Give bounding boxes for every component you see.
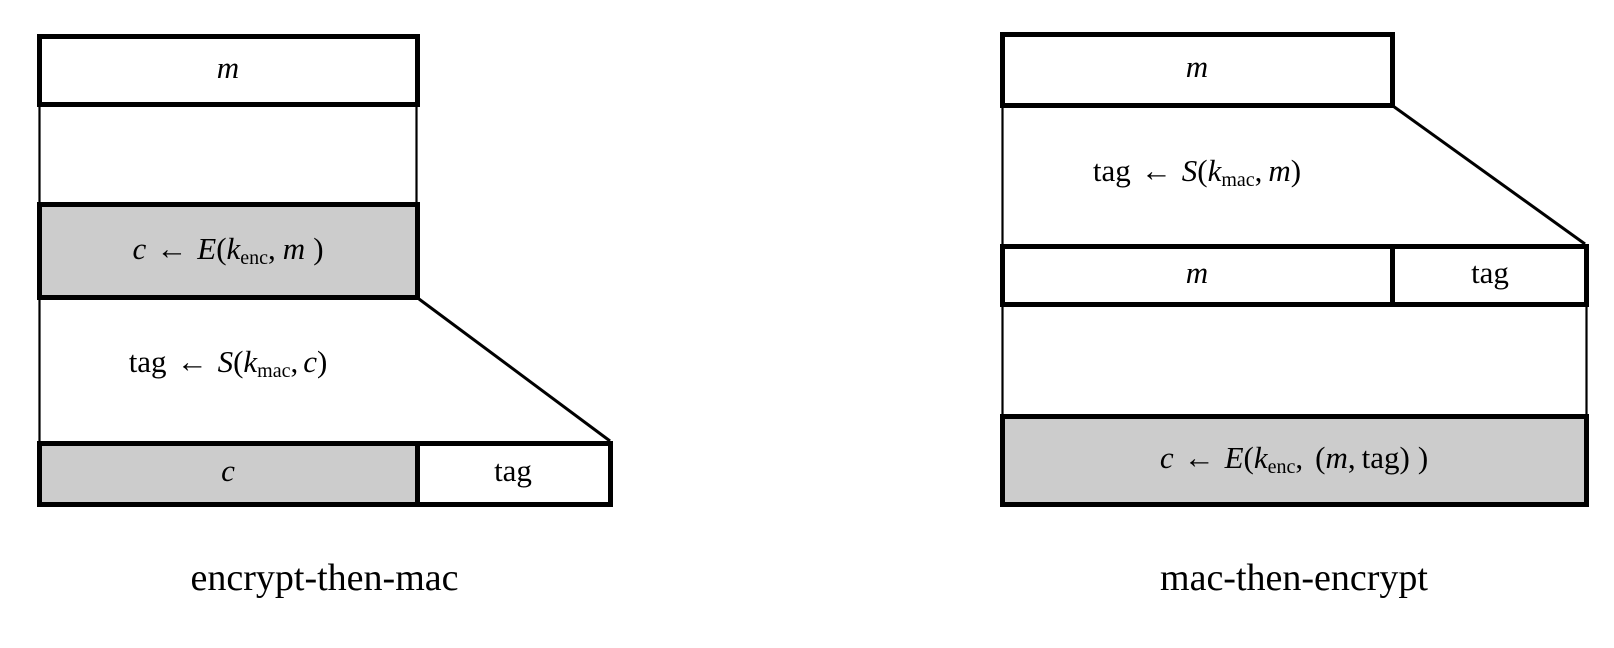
left-mac-key: k <box>243 344 258 379</box>
left-encrypt-box-fill <box>39 204 417 297</box>
right-enc-arrow: ← <box>1184 440 1215 475</box>
svg-text:tag←S(kmac,m): tag ← S(kmac,m) <box>1093 153 1301 190</box>
right-message-label: m <box>1186 49 1208 84</box>
right-mac-expression: tag ← S(kmac,m) <box>1093 153 1301 190</box>
right-enc-input-a: m <box>1325 440 1347 475</box>
left-enc-close-paren: ) <box>313 231 323 266</box>
right-enc-key-subscript: enc <box>1268 456 1296 478</box>
right-message-box-fill <box>1002 34 1392 105</box>
svg-text:tag←S(kmac,c): tag ← S(kmac,c) <box>129 344 328 381</box>
left-output-tag-label: tag <box>494 453 532 488</box>
right-enc-inner-open: ( <box>1315 440 1325 475</box>
left-output-tag-fill <box>417 443 610 504</box>
svg-text:c←E(kenc,m): c ← E(kenc,m) <box>132 231 323 268</box>
left-enc-comma: , <box>268 231 276 266</box>
right-enc-close-paren: ) <box>1418 440 1428 475</box>
right-encrypt-box-outline <box>1000 414 1589 507</box>
left-enc-function: E <box>196 231 216 266</box>
svg-text:c←E(kenc,(m,tag)): c←E(kenc,(m,tag)) <box>1160 440 1428 477</box>
left-enc-result: c <box>132 231 146 266</box>
right-pair-m-label: m <box>1186 255 1208 290</box>
left-diagram-encrypt-then-mac: m c←E(kenc,m) tag←S(kmac,c) c tag <box>37 34 613 507</box>
left-encrypt-box-outline <box>37 202 420 300</box>
right-mac-close-paren: ) <box>1291 153 1301 188</box>
right-mac-result: tag <box>1093 153 1131 188</box>
right-enc-key: k <box>1254 440 1269 475</box>
left-mac-function: S <box>218 344 234 379</box>
left-encrypt-expression: c ← E(kenc,m) <box>132 231 323 268</box>
left-enc-input: m <box>283 231 305 266</box>
right-pair-row-outline <box>1000 244 1589 307</box>
left-mac-open-paren: ( <box>233 344 243 379</box>
right-enc-result: c <box>1160 440 1174 475</box>
right-diagonal-connector <box>1392 104 1586 246</box>
right-encrypt-expression: c←E(kenc,(m,tag)) <box>1160 440 1428 477</box>
left-mac-input: c <box>303 344 317 379</box>
right-enc-open-paren: ( <box>1244 440 1254 475</box>
left-enc-open-paren: ( <box>216 231 226 266</box>
left-mac-close-paren: ) <box>317 344 327 379</box>
left-mac-comma: , <box>290 344 298 379</box>
right-mac-key: k <box>1208 153 1223 188</box>
left-mac-arrow: ← <box>177 344 208 379</box>
left-diagram-caption: encrypt-then-mac <box>190 557 459 599</box>
left-enc-key: k <box>227 231 242 266</box>
left-message-box-outline <box>37 34 420 107</box>
left-message-box-fill <box>39 36 417 104</box>
left-output-row-outline <box>37 441 613 507</box>
right-diagram-caption: mac-then-encrypt <box>1160 557 1428 599</box>
left-mac-expression: tag ← S(kmac,c) <box>129 344 328 381</box>
right-mac-input: m <box>1268 153 1290 188</box>
left-enc-key-subscript: enc <box>240 247 268 269</box>
right-mac-key-subscript: mac <box>1221 169 1254 191</box>
left-output-c-label: c <box>221 453 235 488</box>
right-enc-inner-comma: , <box>1348 440 1356 475</box>
right-pair-tag-label: tag <box>1471 255 1509 290</box>
right-enc-input-b: tag <box>1362 440 1400 475</box>
right-enc-function: E <box>1224 440 1244 475</box>
right-diagram-mac-then-encrypt: m tag←S(kmac,m) m tag c←E(kenc,(m,tag)) <box>1000 32 1589 507</box>
left-mac-result: tag <box>129 344 167 379</box>
right-pair-row-fill <box>1002 246 1587 304</box>
left-diagonal-connector <box>418 297 611 443</box>
right-enc-inner-close: ) <box>1400 440 1410 475</box>
right-mac-comma: , <box>1255 153 1263 188</box>
left-mac-key-subscript: mac <box>257 360 290 382</box>
left-message-label: m <box>217 50 239 85</box>
right-enc-comma: , <box>1295 440 1303 475</box>
left-output-c-fill <box>39 443 417 504</box>
right-mac-function: S <box>1182 153 1198 188</box>
right-mac-arrow: ← <box>1141 153 1172 188</box>
right-message-box-outline <box>1000 32 1395 108</box>
left-enc-arrow: ← <box>156 231 187 266</box>
right-encrypt-box-fill <box>1002 416 1587 504</box>
right-mac-open-paren: ( <box>1197 153 1207 188</box>
